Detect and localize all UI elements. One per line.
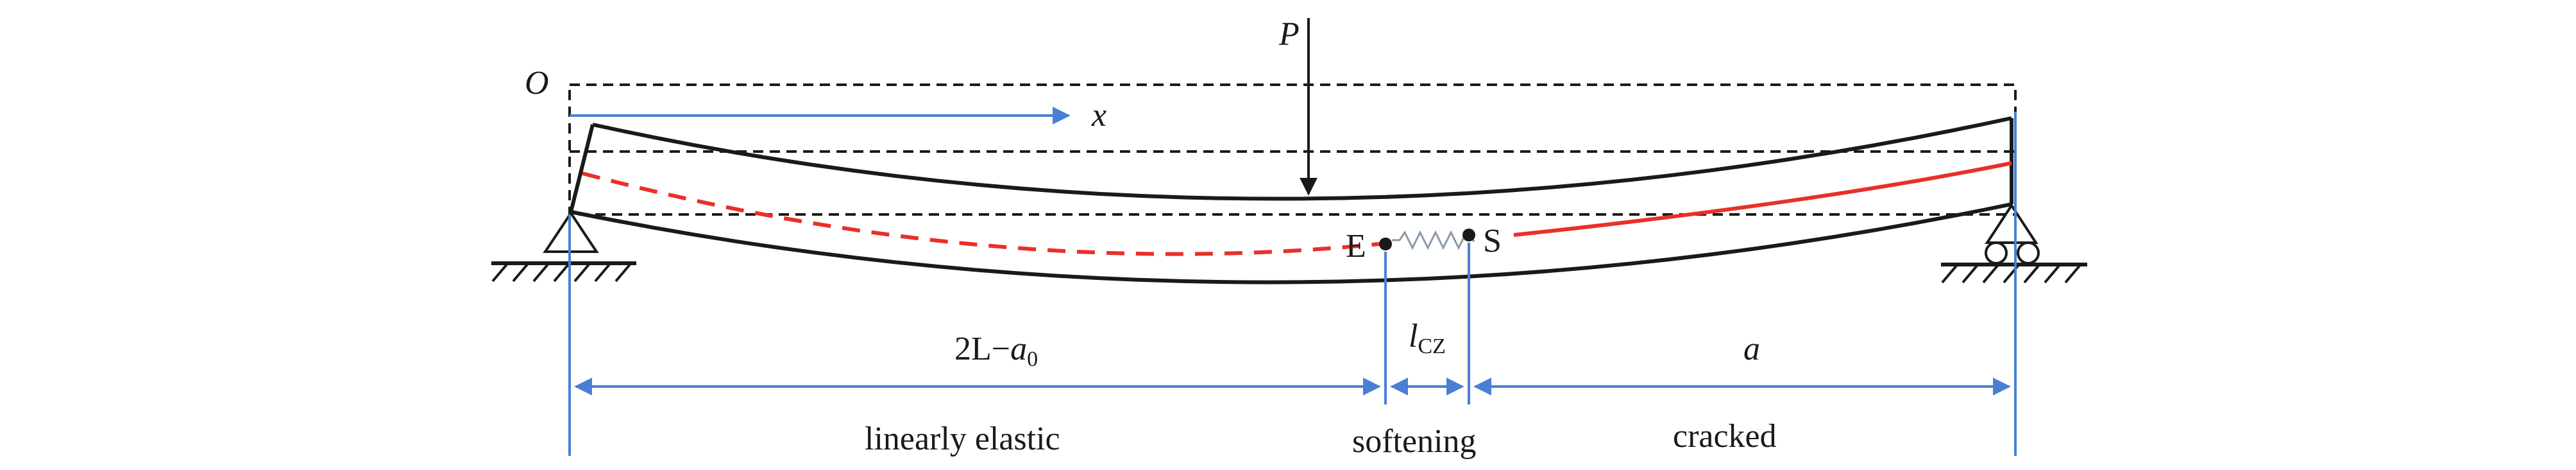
crack-path-cracked <box>1513 161 2012 237</box>
point-s-label: S <box>1483 223 1502 259</box>
dimension-elastic-label: 2L−a0 <box>954 331 1038 371</box>
pin-support-left <box>491 211 636 283</box>
cohesive-spring <box>1392 230 1475 250</box>
dimension-cohesive-zone-label: lCZ <box>1409 318 1446 358</box>
undeformed-beam-outline <box>568 83 2017 216</box>
point-e-label: E <box>1346 228 1366 265</box>
dimension-cracked-label: a <box>1743 331 1760 367</box>
zone-elastic-label: linearly elastic <box>865 421 1060 457</box>
dimension-extension-lines <box>568 112 2017 456</box>
zone-cracked-label: cracked <box>1673 418 1777 455</box>
point-s-marker <box>1462 229 1475 241</box>
load-label: P <box>1278 16 1300 53</box>
origin-label: O <box>525 65 549 101</box>
point-e-marker <box>1379 238 1392 250</box>
crack-path-uncracked <box>582 171 1380 256</box>
zone-softening-label: softening <box>1352 423 1477 460</box>
deformed-beam <box>569 116 2013 284</box>
x-axis-label: x <box>1091 97 1106 134</box>
